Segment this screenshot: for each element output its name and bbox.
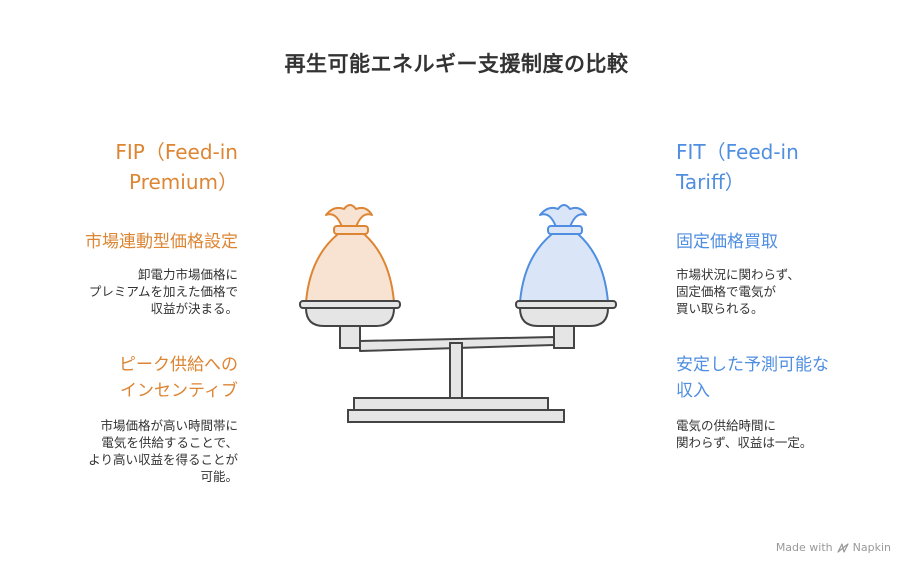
diagram-title: 再生可能エネルギー支援制度の比較 <box>284 52 629 76</box>
fip-feature-2-desc-line: 市場価格が高い時間帯に <box>100 418 238 433</box>
fit-feature-2-desc: 電気の供給時間に 関わらず、収益は一定。 <box>676 417 812 451</box>
watermark: Made with Napkin <box>776 541 891 554</box>
fip-feature-1-title: 市場連動型価格設定 <box>85 229 238 255</box>
fit-heading-line: FIT（Feed-in <box>676 140 799 164</box>
fip-feature-2-desc: 市場価格が高い時間帯に 電気を供給することで、 より高い収益を得ることが 可能。 <box>88 417 238 485</box>
fit-feature-2-title-line: 安定した予測可能な <box>676 355 829 375</box>
fip-feature-2-desc-line: 可能。 <box>200 469 238 484</box>
fit-feature-2-desc-line: 関わらず、収益は一定。 <box>676 435 813 450</box>
fip-feature-1-title-line: 市場連動型価格設定 <box>85 232 238 252</box>
fit-feature-2-title: 安定した予測可能な 収入 <box>676 352 829 404</box>
fip-feature-2-title: ピーク供給への インセンティブ <box>119 352 238 404</box>
fit-feature-1-desc: 市場状況に関わらず、 固定価格で電気が 買い取られる。 <box>676 266 800 317</box>
fit-heading-line: Tariff） <box>676 170 745 194</box>
fip-feature-1-desc-line: 収益が決まる。 <box>150 301 238 316</box>
scale-base-bottom <box>347 409 565 423</box>
scale-pillar <box>449 342 463 400</box>
fip-heading-line: FIP（Feed-in <box>115 140 238 164</box>
watermark-text: Made with <box>775 541 833 554</box>
scale-base-top <box>353 397 549 411</box>
fit-feature-1-desc-line: 固定価格で電気が <box>676 284 777 299</box>
fit-feature-1-title-line: 固定価格買取 <box>676 232 778 252</box>
fit-heading: FIT（Feed-in Tariff） <box>676 137 799 197</box>
fip-feature-2-desc-line: 電気を供給することで、 <box>101 435 238 450</box>
fip-money-bag-icon <box>305 204 395 303</box>
fip-feature-1-desc: 卸電力市場価格に プレミアムを加えた価格で 収益が決まる。 <box>89 266 238 317</box>
fip-feature-1-desc-line: プレミアムを加えた価格で <box>88 284 238 299</box>
scale-left-pan <box>299 300 401 349</box>
fit-feature-1-title: 固定価格買取 <box>676 229 778 255</box>
balance-scale-illustration <box>299 204 617 423</box>
fit-feature-2-desc-line: 電気の供給時間に <box>676 418 777 433</box>
fit-feature-2-title-line: 収入 <box>676 381 710 401</box>
fit-feature-1-desc-line: 市場状況に関わらず、 <box>676 267 800 282</box>
fip-heading-line: Premium） <box>129 170 238 194</box>
fip-feature-2-title-line: インセンティブ <box>120 381 238 401</box>
fip-feature-1-desc-line: 卸電力市場価格に <box>137 267 238 282</box>
fip-feature-2-title-line: ピーク供給への <box>119 355 238 375</box>
watermark-brand: Napkin <box>852 541 891 554</box>
scale-right-pan <box>515 300 617 349</box>
fit-feature-1-desc-line: 買い取られる。 <box>676 301 764 316</box>
napkin-logo-icon <box>837 542 849 553</box>
fit-money-bag-icon <box>519 204 609 303</box>
fip-feature-2-desc-line: より高い収益を得ることが <box>88 452 238 467</box>
fip-heading: FIP（Feed-in Premium） <box>115 137 238 197</box>
